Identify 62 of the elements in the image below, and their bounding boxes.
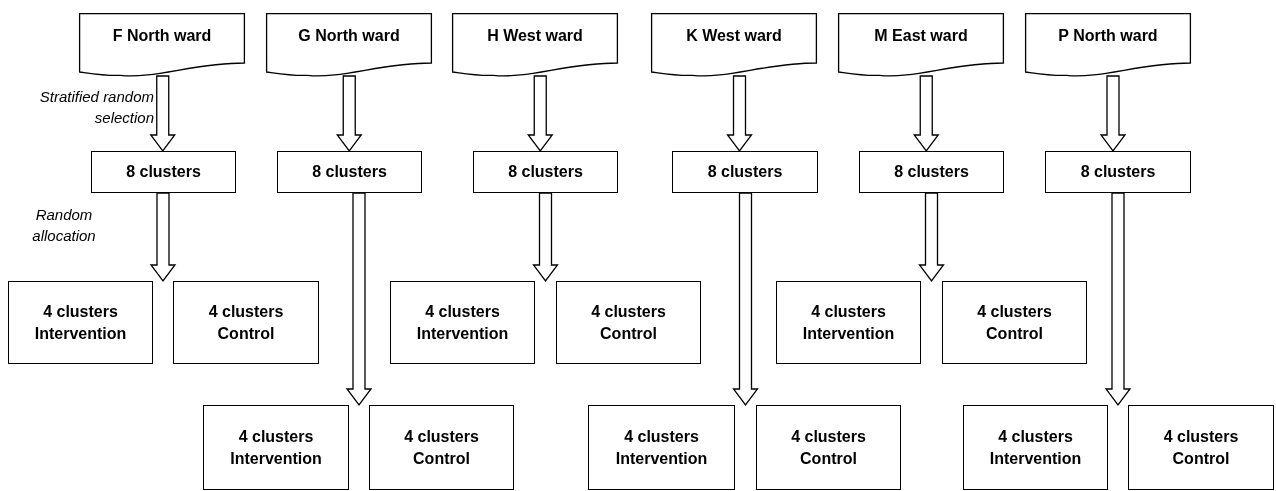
node-text: H West ward bbox=[487, 26, 583, 46]
hollow-arrow bbox=[526, 75, 554, 153]
process-box bbox=[556, 281, 701, 364]
node-text: 4 clusters Control bbox=[976, 301, 1053, 344]
process-box bbox=[588, 405, 735, 490]
hollow-arrow bbox=[1104, 192, 1132, 407]
hollow-arrow bbox=[335, 75, 363, 153]
node-text: 8 clusters bbox=[126, 162, 201, 182]
node-text: G North ward bbox=[298, 26, 400, 46]
node-text: 4 clusters Intervention bbox=[988, 426, 1083, 469]
step-label: Random allocation bbox=[31, 205, 97, 246]
node-text: 8 clusters bbox=[707, 162, 783, 182]
process-box bbox=[203, 405, 349, 490]
process-box bbox=[8, 281, 153, 364]
node-text: 4 clusters Intervention bbox=[415, 301, 510, 344]
document-shape bbox=[452, 13, 618, 76]
node-text: 4 clusters Control bbox=[790, 426, 867, 469]
document-shape bbox=[1025, 13, 1191, 76]
hollow-arrow bbox=[149, 75, 177, 153]
document-shape bbox=[266, 13, 432, 76]
document-shape bbox=[79, 13, 245, 76]
process-box bbox=[672, 151, 818, 193]
process-box bbox=[756, 405, 901, 490]
node-text: 4 clusters Intervention bbox=[33, 301, 128, 344]
process-box bbox=[1128, 405, 1274, 490]
node-text: 4 clusters Control bbox=[1162, 426, 1240, 469]
process-box bbox=[390, 281, 535, 364]
process-box bbox=[473, 151, 618, 193]
node-text: 4 clusters Control bbox=[590, 301, 667, 344]
hollow-arrow bbox=[726, 75, 753, 153]
hollow-arrow bbox=[912, 75, 940, 153]
node-text: 8 clusters bbox=[508, 162, 583, 182]
process-box bbox=[859, 151, 1004, 193]
node-text: P North ward bbox=[1058, 26, 1158, 46]
node-text: 4 clusters Intervention bbox=[801, 301, 896, 344]
process-box bbox=[173, 281, 319, 364]
node-text: 8 clusters bbox=[1080, 162, 1156, 182]
process-box bbox=[963, 405, 1108, 490]
hollow-arrow bbox=[1099, 75, 1127, 153]
node-text: 8 clusters bbox=[894, 162, 969, 182]
node-text: 4 clusters Control bbox=[207, 301, 285, 344]
hollow-arrow bbox=[918, 192, 945, 283]
node-text: 4 clusters Intervention bbox=[614, 426, 709, 469]
process-box bbox=[942, 281, 1087, 364]
node-text: 8 clusters bbox=[312, 162, 387, 182]
hollow-arrow bbox=[732, 192, 759, 407]
process-box bbox=[1045, 151, 1191, 193]
node-text: 4 clusters Intervention bbox=[229, 426, 323, 469]
document-shape bbox=[838, 13, 1004, 76]
document-shape bbox=[651, 13, 817, 76]
node-text: M East ward bbox=[874, 26, 968, 46]
process-box bbox=[277, 151, 422, 193]
process-box bbox=[91, 151, 236, 193]
node-text: 4 clusters Control bbox=[403, 426, 480, 469]
process-box bbox=[776, 281, 921, 364]
hollow-arrow bbox=[532, 192, 559, 283]
hollow-arrow bbox=[149, 192, 177, 283]
step-label: Stratified random selection bbox=[38, 87, 154, 128]
node-text: K West ward bbox=[686, 26, 782, 46]
process-box bbox=[369, 405, 514, 490]
hollow-arrow bbox=[345, 192, 373, 407]
node-text: F North ward bbox=[112, 26, 212, 46]
